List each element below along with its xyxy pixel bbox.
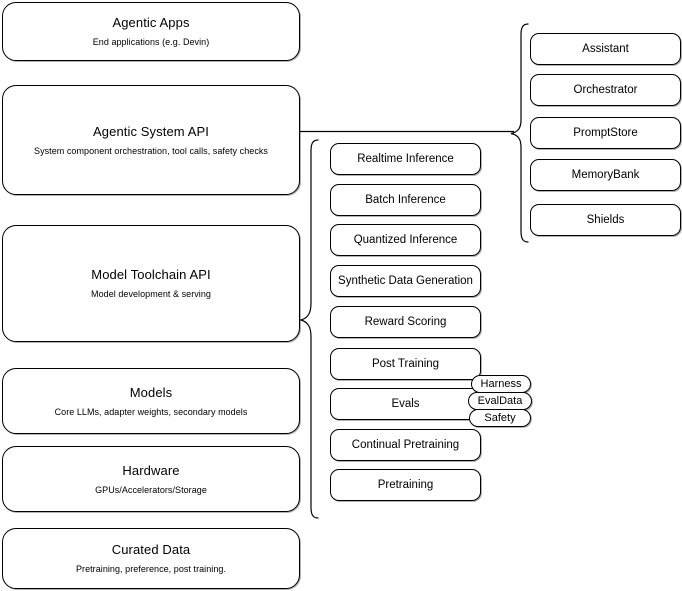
capability-chip-post-training[interactable]: Post Training xyxy=(330,348,481,380)
layer-subtitle: GPUs/Accelerators/Storage xyxy=(95,484,207,495)
layer-title: Model Toolchain API xyxy=(91,267,211,282)
layer-box-model-toolchain-api[interactable]: Model Toolchain API Model development & … xyxy=(2,225,300,342)
capability-chip-batch-inference[interactable]: Batch Inference xyxy=(330,184,481,216)
layer-box-curated-data[interactable]: Curated Data Pretraining, preference, po… xyxy=(2,528,300,589)
capability-chip-label: Realtime Inference xyxy=(357,153,454,165)
system-component-memorybank[interactable]: MemoryBank xyxy=(530,159,681,191)
connector-system-api-to-components xyxy=(300,130,514,133)
capability-chip-label: Pretraining xyxy=(377,479,434,491)
system-component-shields[interactable]: Shields xyxy=(530,204,681,236)
evals-subcomponent-safety[interactable]: Safety xyxy=(469,409,531,427)
layer-subtitle: System component orchestration, tool cal… xyxy=(34,145,268,156)
system-component-orchestrator[interactable]: Orchestrator xyxy=(530,74,681,106)
brace-agentic-system-components xyxy=(510,23,529,243)
capability-chip-label: Quantized Inference xyxy=(353,234,458,246)
layer-box-hardware[interactable]: Hardware GPUs/Accelerators/Storage xyxy=(2,446,300,512)
capability-chip-label: Synthetic Data Generation xyxy=(338,275,473,287)
evals-subcomponent-label: EvalData xyxy=(477,394,523,407)
evals-subcomponent-harness[interactable]: Harness xyxy=(471,375,531,393)
capability-chip-pretraining[interactable]: Pretraining xyxy=(330,469,481,501)
layer-subtitle: Model development & serving xyxy=(91,289,211,299)
layer-title: Agentic Apps xyxy=(112,15,190,30)
layer-box-agentic-system-api[interactable]: Agentic System API System component orch… xyxy=(2,85,300,195)
system-component-promptstore[interactable]: PromptStore xyxy=(530,117,681,149)
capability-chip-synthetic-data-generation[interactable]: Synthetic Data Generation xyxy=(330,265,481,297)
evals-subcomponent-evaldata[interactable]: EvalData xyxy=(468,392,532,410)
layer-title: Hardware xyxy=(122,462,180,478)
layer-box-models[interactable]: Models Core LLMs, adapter weights, secon… xyxy=(2,368,300,434)
system-component-label: PromptStore xyxy=(573,127,638,139)
layer-title: Curated Data xyxy=(111,542,191,557)
capability-chip-quantized-inference[interactable]: Quantized Inference xyxy=(330,224,481,256)
system-component-label: Assistant xyxy=(582,43,629,55)
capability-chip-label: Batch Inference xyxy=(365,194,446,206)
evals-subcomponent-label: Harness xyxy=(480,377,522,390)
capability-chip-reward-scoring[interactable]: Reward Scoring xyxy=(330,306,481,338)
system-component-label: MemoryBank xyxy=(571,169,640,181)
capability-chip-label: Post Training xyxy=(371,358,440,370)
layer-subtitle: Pretraining, preference, post training. xyxy=(75,564,227,574)
capability-chip-continual-pretraining[interactable]: Continual Pretraining xyxy=(330,429,481,461)
layer-subtitle: End applications (e.g. Devin) xyxy=(92,37,210,47)
evals-subcomponent-label: Safety xyxy=(484,411,516,424)
layer-box-agentic-apps[interactable]: Agentic Apps End applications (e.g. Devi… xyxy=(2,2,300,61)
system-component-label: Shields xyxy=(586,214,625,226)
capability-chip-realtime-inference[interactable]: Realtime Inference xyxy=(330,143,481,175)
brace-toolchain-capabilities xyxy=(298,139,319,519)
system-component-label: Orchestrator xyxy=(573,84,638,96)
capability-chip-label: Reward Scoring xyxy=(364,316,447,328)
capability-chip-label: Continual Pretraining xyxy=(351,439,460,451)
system-component-assistant[interactable]: Assistant xyxy=(530,33,681,65)
capability-chip-evals[interactable]: Evals xyxy=(330,388,481,420)
capability-chip-label: Evals xyxy=(391,398,420,410)
layer-subtitle: Core LLMs, adapter weights, secondary mo… xyxy=(54,406,248,417)
layer-title: Agentic System API xyxy=(93,123,209,139)
layer-title: Models xyxy=(129,384,173,400)
